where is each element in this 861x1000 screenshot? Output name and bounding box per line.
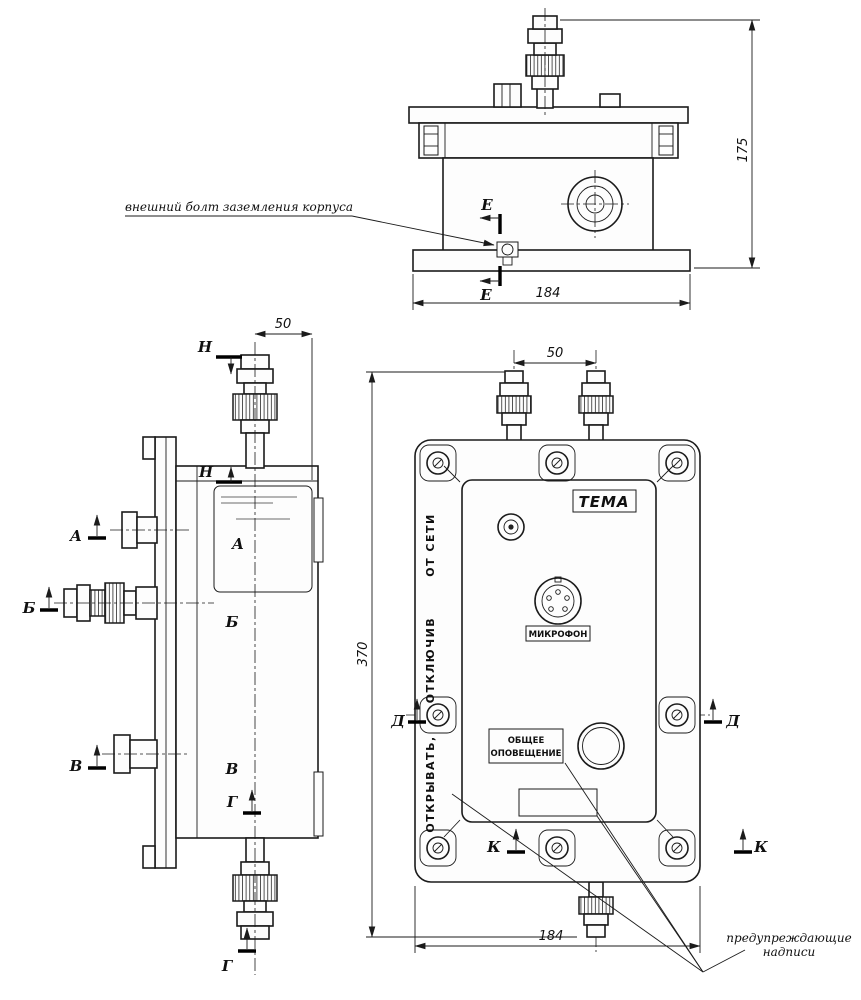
screw-mid-left xyxy=(419,696,457,734)
top-view-bolt-right xyxy=(658,125,674,156)
top-view: Е Е внешний болт заземления корпуса 175 … xyxy=(125,8,760,310)
side-warning-word3: ОТКРЫВАТЬ, xyxy=(424,735,437,832)
side-view-body-lines xyxy=(176,466,318,838)
side-view-edge-strip-top xyxy=(313,497,324,563)
front-top-connector-left xyxy=(496,370,532,444)
screw-bottom-right xyxy=(658,829,696,867)
section-mark-e-lower: Е xyxy=(479,266,502,304)
section-label-g-lower: Г xyxy=(221,957,234,975)
screw-top-right xyxy=(658,444,696,482)
microphone-connector xyxy=(534,576,582,625)
top-view-bolt-left xyxy=(423,125,439,156)
section-mark-e-upper: Е xyxy=(479,196,502,234)
section-label-d-left: Д xyxy=(390,712,405,730)
front-view: ТЕМА МИКРОФОН ОБЩЕЕ ОПОВЕЩЕНИЕ xyxy=(356,346,852,973)
body-label-v: В xyxy=(225,760,239,778)
side-view-nameplate xyxy=(213,485,313,593)
front-cover-panel xyxy=(461,479,657,823)
front-top-connector-right xyxy=(578,370,614,444)
section-label-k-left: К xyxy=(486,838,501,856)
announce-label-line1: ОБЩЕЕ xyxy=(508,736,545,746)
brand-plate: ТЕМА xyxy=(572,489,637,513)
section-label-b: Б xyxy=(22,599,36,617)
dim-184-front-text: 184 xyxy=(539,929,564,944)
section-label-a: А xyxy=(69,527,82,545)
section-mark-g-upper: Г xyxy=(226,789,261,815)
dim-50-front: 50 xyxy=(513,346,597,367)
side-view-flange-tab-top xyxy=(142,436,156,460)
side-view-flange-tab-bottom xyxy=(142,845,156,869)
side-view-flange xyxy=(154,436,177,869)
top-view-lid-rim xyxy=(418,122,679,159)
section-mark-v: В xyxy=(69,744,106,775)
side-warning-word2: ОТКЛЮЧИВ xyxy=(424,617,437,703)
dim-184-top-text: 184 xyxy=(536,286,561,301)
section-mark-g-lower: Г xyxy=(221,927,256,975)
dim-175-text: 175 xyxy=(736,138,751,163)
announce-label-plate: ОБЩЕЕ ОПОВЕЩЕНИЕ xyxy=(488,728,564,764)
dim-184-front: 184 xyxy=(414,886,701,953)
grounding-bolt xyxy=(496,241,519,266)
top-view-lid-plate xyxy=(408,106,689,124)
front-corner-diagonals xyxy=(443,465,674,838)
announce-button xyxy=(577,722,625,770)
front-bottom-connector xyxy=(578,881,614,938)
indicator-lamp xyxy=(497,513,525,541)
side-view: 50 Н Н А Б В Г xyxy=(22,317,324,975)
top-view-boss xyxy=(599,93,621,108)
section-mark-a: А xyxy=(69,514,106,545)
section-mark-b: Б xyxy=(22,586,58,617)
brand-label: ТЕМА xyxy=(578,493,629,511)
warning-labels-callout-line2: надписи xyxy=(763,945,816,959)
dim-175: 175 xyxy=(560,19,760,269)
top-view-round-gland xyxy=(561,170,629,238)
body-label-a: А xyxy=(231,535,244,553)
grounding-bolt-callout-text: внешний болт заземления корпуса xyxy=(125,200,353,214)
section-label-d-right: Д xyxy=(725,712,740,730)
section-label-n-upper: Н xyxy=(197,338,213,356)
microphone-label: МИКРОФОН xyxy=(529,630,588,640)
section-label-e-upper: Е xyxy=(480,196,493,214)
section-label-v: В xyxy=(69,757,83,775)
side-view-edge-strip-bottom xyxy=(313,771,324,837)
blank-label-plate xyxy=(518,788,598,817)
screw-bottom-left xyxy=(419,829,457,867)
section-label-n-lower: Н xyxy=(198,463,214,481)
microphone-label-plate: МИКРОФОН xyxy=(525,625,591,642)
section-mark-k-right: К xyxy=(734,828,768,856)
screw-top-center xyxy=(538,444,576,482)
screw-bottom-center xyxy=(538,829,576,867)
section-mark-d-right: Д xyxy=(704,698,740,730)
warning-labels-callout: предупреждающие надписи xyxy=(451,762,852,973)
dim-370-text: 370 xyxy=(356,642,371,667)
section-label-e-lower: Е xyxy=(479,286,492,304)
dim-370: 370 xyxy=(356,371,577,938)
announce-label-line2: ОПОВЕЩЕНИЕ xyxy=(491,749,562,759)
dim-184-top: 184 xyxy=(412,274,691,310)
dim-50-side-text: 50 xyxy=(275,317,292,332)
dim-50-front-text: 50 xyxy=(547,346,564,361)
section-label-g-upper: Г xyxy=(226,793,239,811)
screw-mid-right xyxy=(658,696,696,734)
body-label-b: Б xyxy=(225,613,239,631)
top-view-rim-lines xyxy=(444,123,653,158)
section-mark-n-upper: Н xyxy=(197,338,242,375)
screw-top-left xyxy=(419,444,457,482)
side-view-centerlines xyxy=(54,342,256,975)
section-label-k-right: К xyxy=(753,838,768,856)
side-warning-word1: ОТ СЕТИ xyxy=(424,513,437,576)
section-mark-n-lower: Н xyxy=(198,463,242,484)
dim-50-side: 50 xyxy=(254,317,313,480)
warning-labels-callout-line1: предупреждающие xyxy=(726,931,851,945)
top-view-cable-gland-small xyxy=(493,83,522,108)
grounding-bolt-callout: внешний болт заземления корпуса xyxy=(125,200,495,247)
section-mark-d-left: Д xyxy=(390,698,426,730)
top-view-base-flange xyxy=(412,249,691,272)
